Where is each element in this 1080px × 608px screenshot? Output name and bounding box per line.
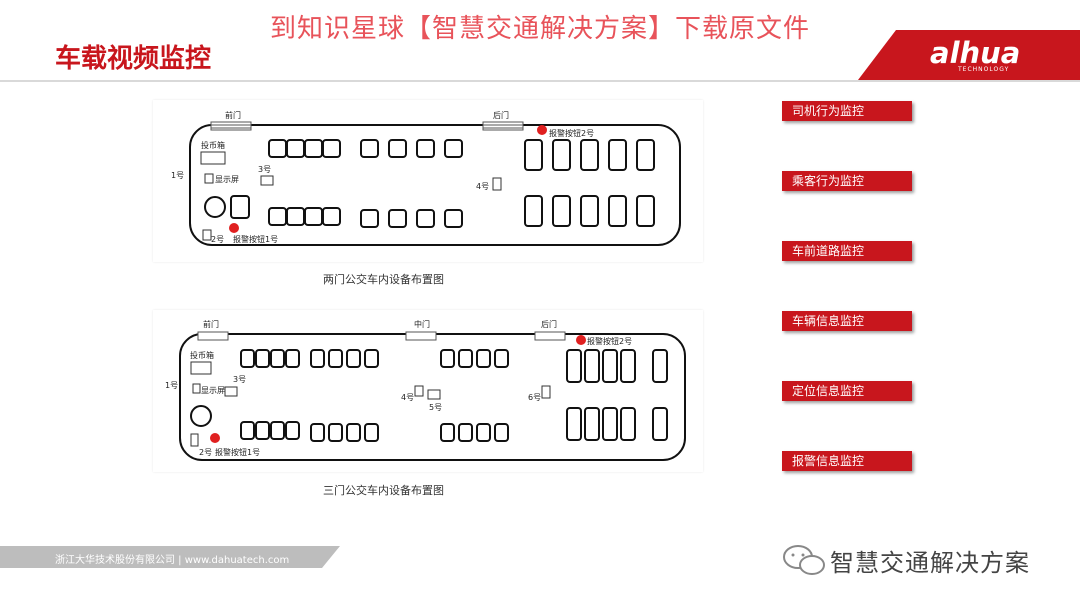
display-icon	[204, 173, 214, 184]
camera-3-label: 3号	[258, 165, 271, 174]
camera-2-label: 2号	[211, 235, 224, 244]
footer-text: 浙江大华技术股份有限公司 | www.dahuatech.com	[55, 555, 290, 566]
camera-2-icon	[202, 229, 212, 241]
wechat-icon	[783, 545, 825, 575]
camera-6-icon	[541, 385, 551, 399]
brand-logo-subtext: TECHNOLOGY	[958, 66, 1010, 73]
camera-4-label: 4号	[401, 393, 414, 402]
rear-door-label: 后门	[541, 319, 557, 329]
rear-door-icon	[482, 121, 524, 131]
camera-3-icon	[224, 386, 238, 397]
camera-4-icon	[492, 177, 502, 191]
steering-wheel-icon	[204, 196, 226, 218]
bus-outline	[189, 124, 681, 246]
driver-behavior-monitoring-button[interactable]: 司机行为监控	[782, 101, 912, 121]
two-door-bus-diagram: 前门 后门 投币箱 显示屏 1号 3号 4号 2号 报警按钮1号 报警按钮2号	[153, 100, 703, 262]
logo-band	[858, 30, 1080, 80]
passenger-behavior-monitoring-button[interactable]: 乘客行为监控	[782, 171, 912, 191]
coin-box-label: 投币箱	[190, 350, 214, 360]
camera-5-label: 5号	[429, 403, 442, 412]
front-door-icon	[210, 121, 252, 131]
alarm-button-2-icon	[537, 125, 547, 135]
footer-bar	[0, 546, 340, 568]
camera-2-icon	[190, 433, 199, 447]
wechat-watermark-text: 智慧交通解决方案	[830, 549, 1030, 577]
display-label: 显示屏	[201, 386, 225, 395]
alarm-button-1-icon	[229, 223, 239, 233]
rear-door-icon	[534, 331, 566, 341]
camera-3-icon	[260, 175, 274, 186]
display-label: 显示屏	[215, 175, 239, 184]
alarm-2-label: 报警按钮2号	[587, 336, 632, 346]
coin-box-icon	[190, 361, 212, 375]
front-door-icon	[197, 331, 229, 341]
page-title: 车载视频监控	[55, 44, 212, 74]
display-icon	[192, 383, 201, 394]
download-banner: 到知识星球【智慧交通解决方案】下载原文件	[269, 14, 810, 44]
alarm-2-label: 报警按钮2号	[549, 128, 594, 138]
alarm-1-label: 报警按钮1号	[233, 234, 278, 244]
steering-wheel-icon	[190, 405, 212, 427]
camera-5-icon	[427, 389, 441, 400]
alarm-button-1-icon	[210, 433, 220, 443]
camera-3-label: 3号	[233, 375, 246, 384]
camera-4-icon	[414, 385, 424, 397]
front-door-label: 前门	[225, 110, 241, 120]
middle-door-icon	[405, 331, 437, 341]
camera-1-label: 1号	[171, 171, 184, 180]
front-road-monitoring-button[interactable]: 车前道路监控	[782, 241, 912, 261]
header-divider	[0, 80, 1080, 82]
front-door-label: 前门	[203, 319, 219, 329]
three-door-caption: 三门公交车内设备布置图	[323, 484, 444, 497]
camera-1-label: 1号	[165, 381, 178, 390]
coin-box-label: 投币箱	[201, 140, 225, 150]
rear-door-label: 后门	[493, 110, 509, 120]
camera-2-label: 2号	[199, 448, 212, 457]
driver-seat-icon	[230, 195, 250, 219]
brand-logo: alhua	[930, 36, 1021, 70]
alarm-1-label: 报警按钮1号	[215, 447, 260, 457]
vehicle-info-monitoring-button[interactable]: 车辆信息监控	[782, 311, 912, 331]
three-door-bus-diagram: 前门 中门 后门 投币箱 显示屏 1号 3号 4号 5号 6号 2号 报警按钮1…	[153, 310, 703, 472]
alarm-button-2-icon	[576, 335, 586, 345]
location-info-monitoring-button[interactable]: 定位信息监控	[782, 381, 912, 401]
camera-6-label: 6号	[528, 393, 541, 402]
coin-box-icon	[200, 151, 226, 165]
camera-4-label: 4号	[476, 182, 489, 191]
alarm-info-monitoring-button[interactable]: 报警信息监控	[782, 451, 912, 471]
two-door-caption: 两门公交车内设备布置图	[323, 273, 444, 286]
middle-door-label: 中门	[414, 319, 430, 329]
